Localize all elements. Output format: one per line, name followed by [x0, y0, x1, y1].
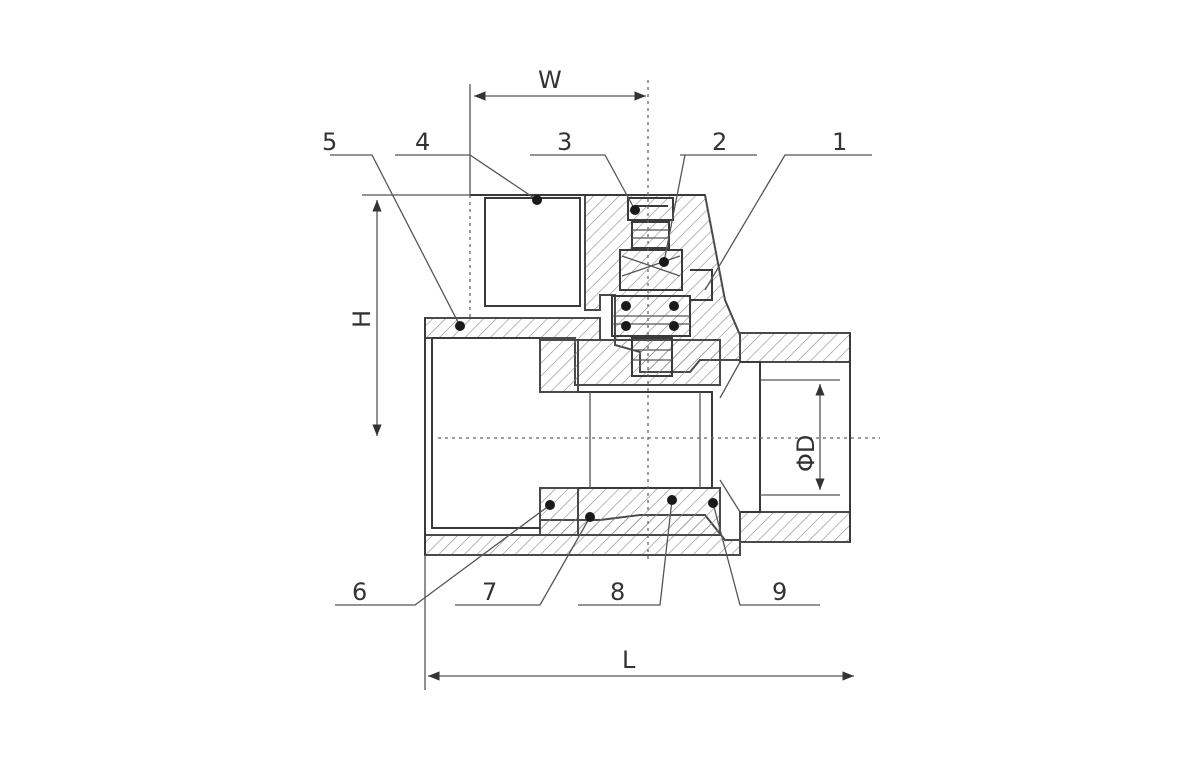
dimension-height: H [348, 194, 470, 436]
callout-2: 2 [712, 128, 727, 156]
callout-8: 8 [610, 578, 625, 606]
callout-5: 5 [322, 128, 337, 156]
callout-4: 4 [415, 128, 430, 156]
callout-7: 7 [482, 578, 497, 606]
dimension-diameter: ΦD [792, 384, 825, 490]
dimension-width: W [469, 66, 646, 195]
callout-3: 3 [557, 128, 572, 156]
valve-body [424, 194, 851, 556]
callout-6: 6 [352, 578, 367, 606]
diameter-label: ΦD [792, 435, 820, 472]
callout-labels: 5 4 3 2 1 6 7 8 9 [322, 128, 847, 606]
center-lines [438, 80, 880, 560]
height-label: H [348, 310, 376, 328]
callout-1: 1 [832, 128, 847, 156]
callout-leaders [330, 154, 872, 606]
length-label: L [622, 646, 636, 674]
dimension-length: L [424, 555, 854, 690]
width-label: W [538, 66, 562, 94]
callout-9: 9 [772, 578, 787, 606]
